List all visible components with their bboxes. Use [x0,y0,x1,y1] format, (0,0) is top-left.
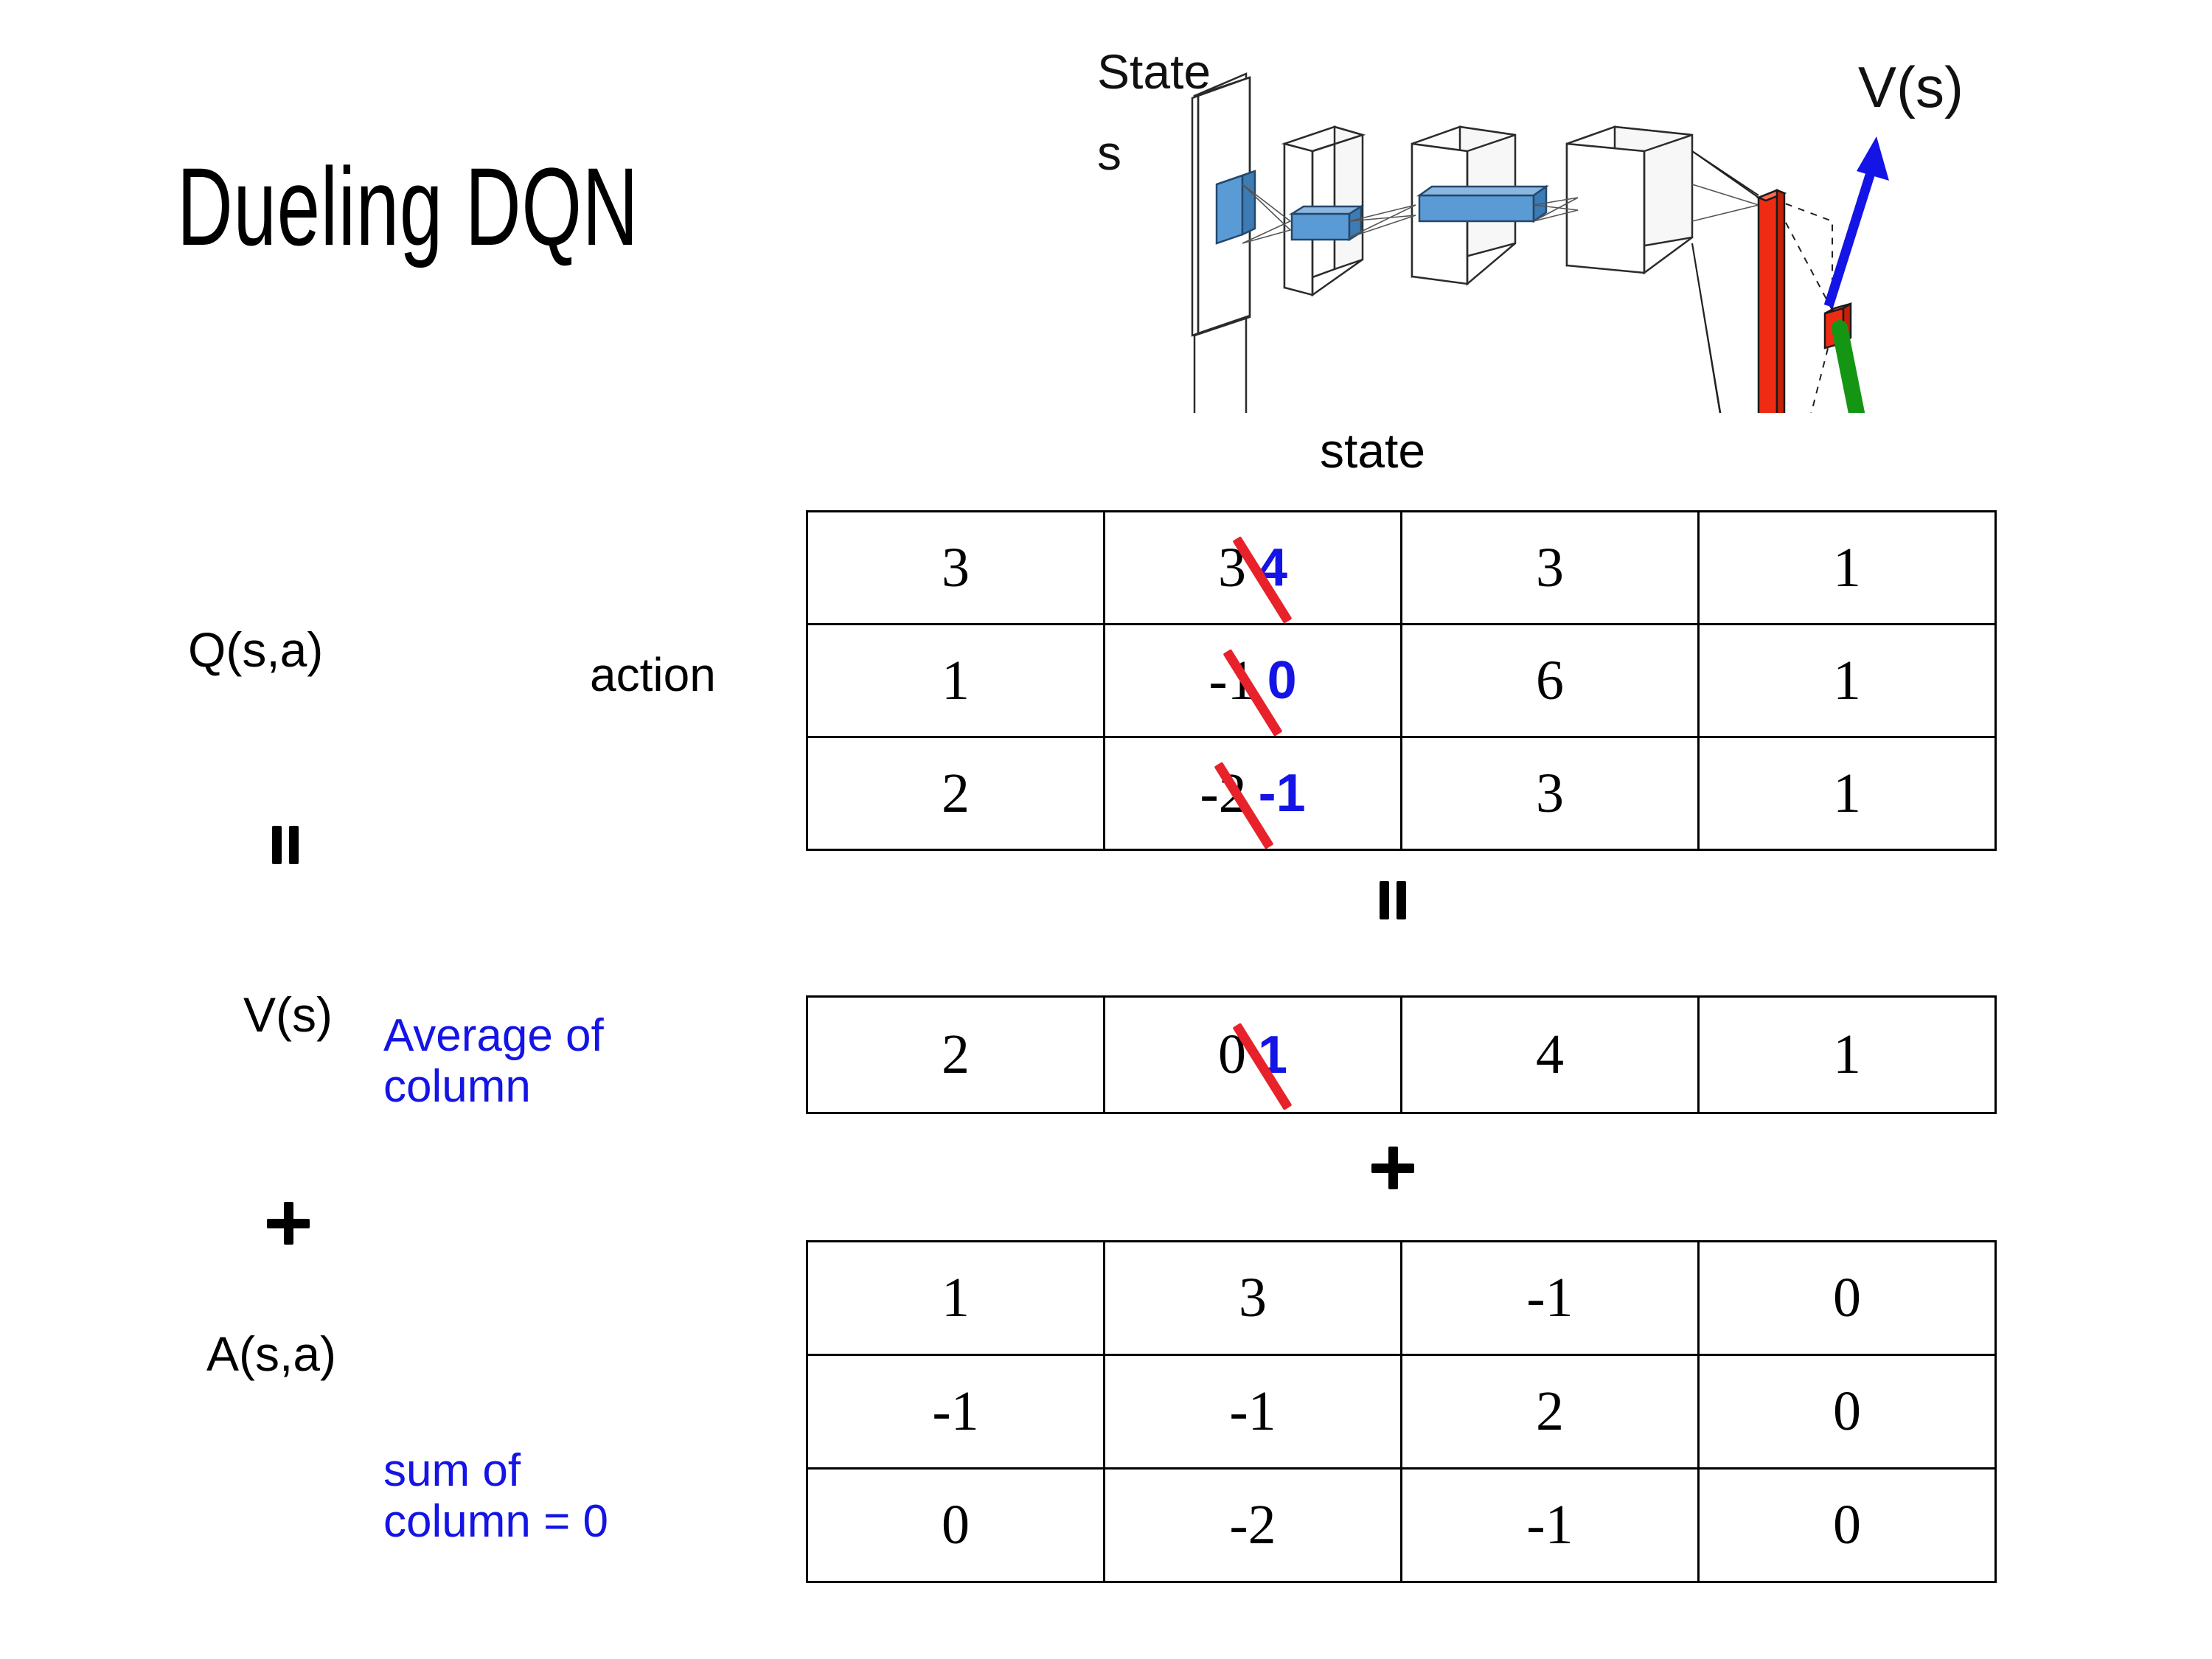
v-cell-r0-c1[interactable]: 0 1 [1103,995,1402,1114]
a-cell-r2-c1[interactable]: -2 [1103,1467,1402,1583]
q-cell-r0-c1[interactable]: 3 4 [1103,510,1402,625]
table-row: -1 -1 2 0 [806,1354,1997,1470]
plus-bar-vertical [1388,1147,1398,1189]
advantage-value-table: 1 3 -1 0 -1 -1 2 0 0 -2 -1 0 [806,1240,1997,1583]
combine-links [1832,320,1865,413]
action-axis-label: action [590,648,716,701]
equals-operator-left [269,826,303,864]
v-cell-r0-c2[interactable]: 4 [1400,995,1700,1114]
average-of-column-note: Average of column [383,1010,730,1113]
q-function-label: Q(s,a) [188,622,324,677]
v-cell-r0-c3[interactable]: 1 [1697,995,1997,1114]
diagram-v-label: V(s) [1858,55,1964,119]
a-cell-r0-c0[interactable]: 1 [806,1240,1105,1356]
plus-operator-middle [1371,1147,1414,1189]
v-value-table: 2 0 1 4 1 [806,995,1997,1114]
q-cell-r0-c2[interactable]: 3 [1400,510,1700,625]
diagram-state-label-line1: State [1097,44,1211,99]
input-plane-shape [1191,72,1251,413]
state-axis-label: state [1320,423,1426,478]
edited-value: -1 0 [1208,648,1297,737]
equals-bar-2 [1397,881,1406,919]
v-cell-r0-c0[interactable]: 2 [806,995,1105,1114]
a-cell-r1-c1[interactable]: -1 [1103,1354,1402,1470]
q-cell-r2-c1[interactable]: -2 -1 [1103,736,1402,851]
plus-bar-vertical [284,1202,293,1245]
table-row: 2 0 1 4 1 [806,995,1997,1114]
sum-note-line2: column = 0 [383,1496,609,1548]
struck-old-value: 3 [1217,535,1293,624]
equals-operator-middle [1377,881,1411,919]
new-value-text: 1 [1257,1025,1288,1085]
input-patch-shape [1215,170,1256,245]
table-row: 3 3 4 3 1 [806,510,1997,625]
average-note-line2: column [383,1061,531,1113]
table-row: 2 -2 -1 3 1 [806,736,1997,851]
conv-layer-3-shape [1565,125,1694,275]
edited-value: 0 1 [1217,1023,1293,1110]
feature-map-2-shape [1416,184,1549,223]
edited-value: -2 -1 [1200,761,1306,849]
q-cell-r1-c0[interactable]: 1 [806,623,1105,738]
new-value-text: -1 [1258,764,1306,823]
new-value-text: 0 [1267,651,1297,710]
a-cell-r2-c3[interactable]: 0 [1697,1467,1997,1583]
q-value-table: 3 3 4 3 1 1 -1 0 6 1 2 [806,510,1997,851]
q-cell-r0-c3[interactable]: 1 [1697,510,1997,625]
plus-operator-left [267,1202,310,1245]
page-title: Dueling DQN [177,145,639,268]
a-cell-r2-c0[interactable]: 0 [806,1467,1105,1583]
sum-note-line1: sum of [383,1445,521,1496]
equals-bar-2 [289,826,299,864]
a-cell-r1-c2[interactable]: 2 [1400,1354,1700,1470]
diagram-state-label-line2: s [1097,125,1121,180]
old-value-text: 0 [1217,1023,1246,1085]
q-cell-r1-c1[interactable]: -1 0 [1103,623,1402,738]
a-cell-r2-c2[interactable]: -1 [1400,1467,1700,1583]
a-cell-r1-c0[interactable]: -1 [806,1354,1105,1470]
q-cell-r2-c2[interactable]: 3 [1400,736,1700,851]
table-row: 1 -1 0 6 1 [806,623,1997,738]
a-cell-r0-c2[interactable]: -1 [1400,1240,1700,1356]
table-row: 0 -2 -1 0 [806,1467,1997,1583]
q-cell-r2-c3[interactable]: 1 [1697,736,1997,851]
struck-old-value: -1 [1208,648,1283,737]
old-value-text: -2 [1200,762,1247,824]
sum-of-column-note: sum of column = 0 [383,1445,737,1548]
value-stream-lines [1691,150,1759,198]
a-cell-r0-c3[interactable]: 0 [1697,1240,1997,1356]
struck-old-value: -2 [1200,761,1274,849]
struck-old-value: 0 [1217,1023,1293,1110]
a-function-label: A(s,a) [206,1326,337,1381]
feature-map-1-shape [1288,204,1365,242]
average-note-line1: Average of [383,1010,604,1061]
advantage-stream-lines [1691,243,1722,413]
dueling-network-diagram: State s Only change the network structur… [1091,0,2212,413]
q-cell-r1-c3[interactable]: 1 [1697,623,1997,738]
q-cell-r2-c0[interactable]: 2 [806,736,1105,851]
q-cell-r1-c2[interactable]: 6 [1400,623,1700,738]
equals-bar-1 [272,826,282,864]
a-cell-r1-c3[interactable]: 0 [1697,1354,1997,1470]
v-arrow-icon [1823,136,1889,307]
a-cell-r0-c1[interactable]: 3 [1103,1240,1402,1356]
edited-value: 3 4 [1217,535,1293,624]
v-function-label: V(s) [243,987,333,1042]
new-value-text: 4 [1257,538,1288,597]
equals-bar-1 [1380,881,1389,919]
value-hidden-layer-bar [1756,189,1787,413]
old-value-text: 3 [1217,536,1246,599]
q-cell-r0-c0[interactable]: 3 [806,510,1105,625]
table-row: 1 3 -1 0 [806,1240,1997,1356]
old-value-text: -1 [1208,649,1256,712]
